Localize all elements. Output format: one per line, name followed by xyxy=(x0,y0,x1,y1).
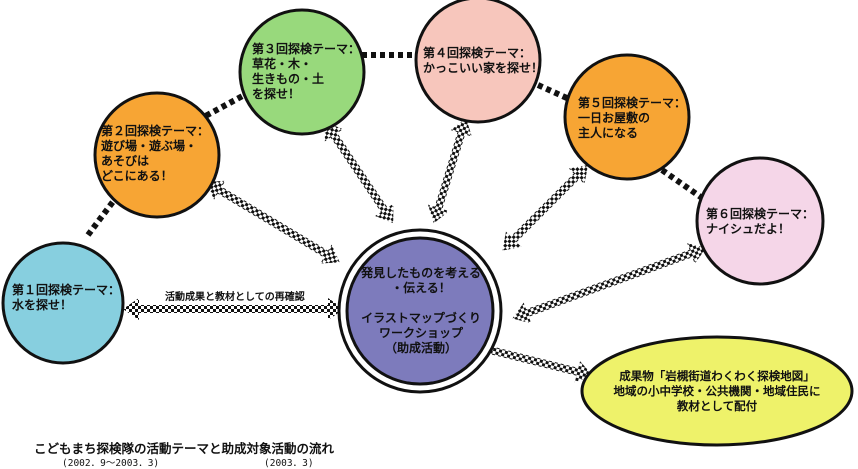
arrows-to-center xyxy=(123,118,706,383)
theme1-circle xyxy=(1,241,125,365)
theme5-circle xyxy=(563,53,691,181)
arrow-theme2-center xyxy=(206,180,340,264)
arrow-theme3-center xyxy=(324,122,394,224)
theme1-label: 第１回探検テーマ： 水を探せ！ xyxy=(12,283,121,312)
theme4-circle xyxy=(414,0,542,124)
caption-period-workshop: (2003．3) xyxy=(264,458,314,469)
theme3-circle xyxy=(238,8,366,136)
theme2-circle xyxy=(93,91,221,219)
edge-label-reconfirm: 活動成果と教材としての再確認 xyxy=(165,292,305,303)
result-ellipse xyxy=(580,335,854,447)
theme6-label: 第６回探検テーマ： ナイシュだよ！ xyxy=(706,207,815,236)
arrow-theme5-center xyxy=(502,165,588,251)
arrow-theme6-center xyxy=(512,243,706,324)
theme4-label: 第４回探検テーマ： かっこいい家を探せ！ xyxy=(423,46,544,75)
arrow-theme1-center xyxy=(123,298,344,320)
connector-theme5-theme6 xyxy=(660,167,707,203)
theme6-circle xyxy=(695,156,825,286)
theme3-label: 第３回探検テーマ： 草花・木・ 生きもの・土 を探せ！ xyxy=(252,42,361,101)
center-label: 発見したものを考える ・伝える！ イラストマップづくり ワークショップ （助成活… xyxy=(361,266,481,355)
result-label: 成果物「岩槻街道わくわく探検地図」 地域の小中学校・公共機関・地域住民に 教材と… xyxy=(613,369,821,413)
caption-period-themes: (2002．9～2003．3) xyxy=(62,458,160,469)
theme2-label: 第２回探検テーマ： 遊び場・遊ぶ場・ あそびは どこにある！ xyxy=(101,124,210,183)
caption-title: こどもまち探検隊の活動テーマと助成対象活動の流れ xyxy=(34,441,335,456)
arrow-theme4-center xyxy=(427,118,472,224)
connector-theme2-theme3 xyxy=(196,89,252,123)
theme5-label: 第５回探検テーマ： 一日お屋敷の 主人になる xyxy=(578,96,687,140)
center-circle xyxy=(345,236,495,386)
arrow-center-result xyxy=(489,346,593,383)
